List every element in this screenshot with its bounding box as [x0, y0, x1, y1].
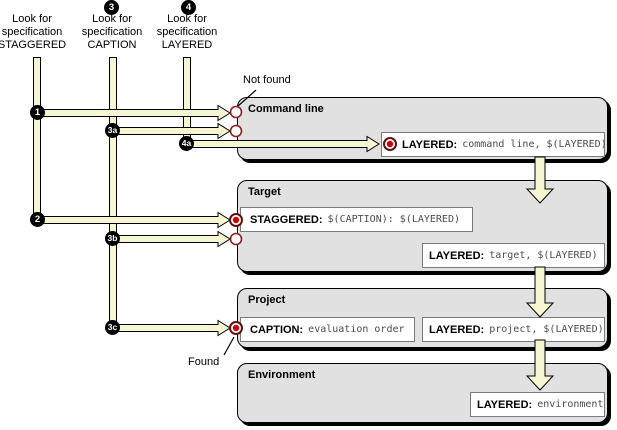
spec-value: $(CAPTION): $(LAYERED) [327, 214, 460, 225]
arrow-step-3b-icon [110, 230, 231, 248]
panel-project: Project CAPTION: evaluation order LAYERED… [237, 288, 608, 348]
badge-step-1: 1 [30, 105, 45, 120]
panel-command-line: Command line LAYERED: command line, $(LAY… [237, 97, 608, 160]
found-leader-line [223, 336, 235, 356]
spec-label: LAYERED: [429, 323, 485, 336]
arrow-step-3c-icon [110, 319, 231, 337]
spec-box-staggered-target: STAGGERED: $(CAPTION): $(LAYERED) [240, 207, 473, 232]
not-found-annotation: Not found [243, 74, 291, 86]
badge-step-2: 2 [30, 212, 45, 227]
badge-step-3a: 3a [105, 123, 120, 138]
panel-title: Target [248, 186, 281, 198]
spec-label: LAYERED: [477, 398, 533, 411]
arrow-step-3a-icon [110, 122, 231, 140]
lookup-label-caption: Look for specification CAPTION [67, 13, 157, 52]
spec-box-layered-command-line: LAYERED: command line, $(LAYERED) [381, 132, 607, 157]
lookup-label-line: specification [1, 26, 63, 38]
layered-flow-bar [183, 57, 191, 145]
spec-value: evaluation order [308, 324, 405, 335]
spec-value: project, $(LAYERED) [489, 324, 604, 335]
badge-step-3: 3 [104, 0, 119, 15]
lookup-label-line: specification [156, 26, 218, 38]
arrow-step-2-icon [35, 211, 231, 229]
spec-label: LAYERED: [402, 138, 458, 151]
badge-step-3b: 3b [105, 231, 120, 246]
lookup-label-line: Look for [12, 13, 52, 25]
spec-label: STAGGERED: [250, 213, 323, 226]
caption-flow-bar [109, 57, 117, 328]
badge-step-4: 4 [181, 0, 196, 15]
lookup-label-line: specification [81, 26, 143, 38]
lookup-label-line: Look for [92, 13, 132, 25]
lookup-label-line: STAGGERED [0, 39, 67, 51]
spec-value: target, $(LAYERED) [489, 250, 598, 261]
lookup-label-staggered: Look for specification STAGGERED [0, 13, 77, 52]
badge-step-3c: 3c [105, 320, 120, 335]
spec-label: LAYERED: [429, 249, 485, 262]
panel-target: Target STAGGERED:$(CAPTION): $(LAYERED) … [237, 180, 608, 272]
panel-title: Project [248, 294, 286, 306]
spec-value: environment [537, 399, 604, 410]
lookup-label-line: CAPTION [87, 39, 137, 51]
spec-box-layered-target: LAYERED: target, $(LAYERED) [422, 243, 605, 268]
spec-value: command line, $(LAYERED) [462, 139, 607, 150]
panel-title: Environment [248, 369, 316, 381]
panel-environment: Environment LAYERED: environment [237, 363, 608, 423]
lookup-label-layered: Look for specification LAYERED [142, 13, 232, 52]
spec-box-layered-environment: LAYERED: environment [470, 392, 605, 417]
spec-box-caption-project: CAPTION: evaluation order [240, 317, 415, 342]
lookup-label-line: LAYERED [161, 39, 213, 51]
spec-label: CAPTION: [250, 323, 304, 336]
panel-title: Command line [248, 103, 324, 115]
badge-step-4a: 4a [179, 136, 194, 151]
found-annotation: Found [188, 356, 220, 368]
arrow-step-1-icon [35, 104, 231, 122]
lookup-label-line: Look for [167, 13, 207, 25]
spec-box-layered-project: LAYERED: project, $(LAYERED) [422, 317, 605, 342]
staggered-flow-bar [33, 57, 41, 220]
